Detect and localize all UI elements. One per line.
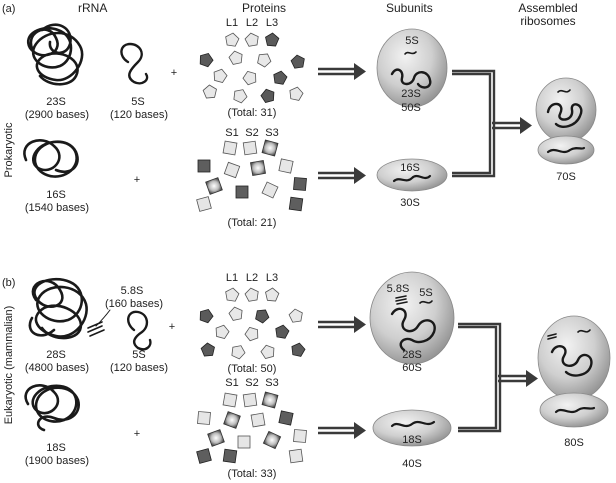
ribosome-80s-small-strand — [554, 406, 596, 414]
large-protein-cluster-b — [197, 286, 307, 361]
protein-total-large-a: (Total: 31) — [228, 107, 277, 119]
subunit-60s-28s-strand — [390, 307, 436, 352]
subunit-50s-inner-23s: 23S — [401, 88, 421, 100]
rrna-28s-name: 28S — [46, 349, 66, 361]
subunit-30s-name: 30S — [400, 197, 420, 209]
protein-label-s2-b: S2 — [245, 377, 258, 389]
prokaryotic-panel: (a) Prokaryotic 23S (2900 bases) 5S (120… — [2, 3, 597, 229]
subunit-60s-shape — [369, 271, 455, 365]
subunit-30s-shape — [376, 158, 448, 192]
protein-label-l1: L1 — [226, 17, 238, 29]
column-headers: rRNA rRNA Proteins Subunits Assembled ri… — [78, 1, 578, 28]
ribosome-80s-name: 80S — [564, 437, 584, 449]
protein-label-l2: L2 — [246, 17, 258, 29]
large-protein-cluster-a — [197, 31, 306, 105]
subunit-40s-inner-18s: 18S — [402, 434, 422, 446]
rrna-16s-tangle — [23, 139, 79, 178]
ribosome-70s-small-strand — [546, 146, 586, 154]
subunit-50s-name: 50S — [401, 102, 421, 114]
subunit-60s-name: 60S — [402, 362, 422, 374]
subunit-60s-inner-58s: 5.8S — [387, 283, 410, 295]
subunit-30s-inner-16s: 16S — [400, 162, 420, 174]
ribosome-70s-large — [535, 77, 597, 143]
rrna-18s-bases: (1900 bases) — [25, 455, 89, 467]
subunit-60s-5s-strand — [419, 300, 433, 304]
protein-label-s3-b: S3 — [265, 377, 278, 389]
rrna-58s-name: 5.8S — [121, 285, 144, 297]
panel-label-b: (b) — [2, 277, 15, 289]
bracket-to-70s — [452, 69, 532, 178]
header-subunits: Subunits — [386, 1, 433, 15]
ribosome-80s-large-strand — [550, 345, 593, 377]
panel-label-a: (a) — [2, 3, 15, 15]
eukaryotic-panel: (b) Eukaryotic (mammalian) 28S (4800 bas… — [2, 271, 611, 480]
rrna-23s-tangle — [26, 23, 84, 86]
rrna-5s-bases-b: (120 bases) — [110, 362, 168, 374]
subunit-60s-58s-strand — [395, 295, 408, 305]
header-rrna-label: rRNA — [78, 1, 107, 15]
subunit-30s-16s-strand — [392, 174, 432, 183]
arrow-proteins-to-40s — [318, 422, 366, 439]
rrna-23s-bases: (2900 bases) — [25, 109, 89, 121]
rrna-18s-name: 18S — [46, 442, 66, 454]
rrna-28s-tangle — [28, 277, 105, 340]
protein-total-small-b: (Total: 33) — [228, 468, 277, 480]
ribosome-70s-5s-strand — [557, 89, 571, 93]
ribosome-80s-large — [537, 315, 611, 401]
subunit-50s-inner-5s: 5S — [405, 35, 418, 47]
protein-label-l2-b: L2 — [246, 272, 258, 284]
arrow-proteins-to-50s — [318, 63, 366, 80]
ribosome-80s-small — [539, 392, 609, 428]
plus-sign-b-top: + — [169, 321, 175, 333]
rrna-5s-name: 5S — [131, 96, 144, 108]
plus-sign-a-top: + — [171, 67, 177, 79]
protein-label-l1-b: L1 — [226, 272, 238, 284]
arrow-proteins-to-30s — [318, 167, 366, 184]
plus-sign-b-bottom: + — [134, 428, 140, 440]
header-assembled: Assembled — [518, 1, 577, 15]
subunit-40s-shape — [372, 409, 452, 447]
protein-total-small-a: (Total: 21) — [228, 217, 277, 229]
rrna-5s-name-b: 5S — [132, 349, 145, 361]
rrna-5s-strand-b — [127, 310, 152, 351]
rrna-58s-bases: (160 bases) — [105, 298, 163, 310]
plus-sign-a-bottom: + — [134, 174, 140, 186]
subunit-40s-18s-strand — [390, 420, 436, 428]
ribosome-70s-name: 70S — [556, 171, 576, 183]
ribosome-70s-small — [537, 135, 595, 165]
header-proteins: Proteins — [242, 1, 286, 15]
rrna-16s-name: 16S — [46, 189, 66, 201]
prokaryotic-side-label: Prokaryotic — [3, 122, 15, 178]
protein-label-l3: L3 — [266, 17, 278, 29]
eukaryotic-side-label: Eukaryotic (mammalian) — [3, 306, 15, 425]
subunit-50s-shape — [376, 28, 448, 108]
rrna-18s-tangle — [24, 384, 80, 432]
ribosome-80s-58s-strand — [547, 333, 557, 340]
ribosome-70s-large-strand — [546, 102, 583, 128]
small-protein-cluster-b — [196, 391, 307, 464]
rrna-58s-pointer — [95, 309, 111, 327]
subunit-40s-name: 40S — [402, 458, 422, 470]
subunit-50s-23s-strand — [390, 68, 432, 89]
header-ribosomes: ribosomes — [520, 14, 575, 28]
rrna-28s-bases: (4800 bases) — [25, 362, 89, 374]
subunit-60s-inner-5s: 5S — [419, 287, 432, 299]
bracket-to-80s — [458, 322, 538, 433]
rrna-5s-bases: (120 bases) — [110, 109, 168, 121]
rrna-23s-name: 23S — [46, 96, 66, 108]
subunit-60s-inner-28s: 28S — [402, 349, 422, 361]
protein-label-s1: S1 — [225, 127, 238, 139]
rrna-16s-bases: (1540 bases) — [25, 202, 89, 214]
protein-label-s3: S3 — [265, 127, 278, 139]
rrna-5s-strand — [120, 42, 149, 85]
subunit-50s-5s-strand — [404, 51, 417, 55]
protein-total-large-b: (Total: 50) — [228, 363, 277, 375]
protein-label-l3-b: L3 — [266, 272, 278, 284]
protein-label-s2: S2 — [245, 127, 258, 139]
ribosome-80s-5s-strand — [577, 329, 591, 333]
protein-label-s1-b: S1 — [225, 377, 238, 389]
small-protein-cluster-a — [196, 139, 307, 212]
arrow-proteins-to-60s — [318, 316, 366, 333]
